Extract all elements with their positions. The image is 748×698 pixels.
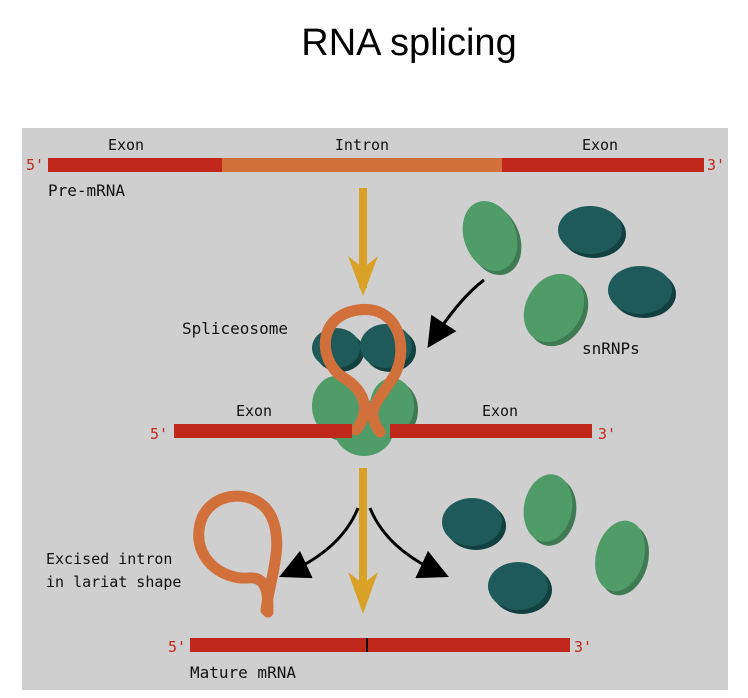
released-snrnps bbox=[442, 474, 649, 614]
pre-mrna-exon-right bbox=[502, 158, 704, 172]
down-arrow-2 bbox=[348, 468, 378, 614]
excised-lariat bbox=[193, 490, 283, 618]
pre-mrna-intron bbox=[222, 158, 502, 172]
five-prime-mid: 5' bbox=[150, 425, 168, 443]
mature-mrna-label: Mature mRNA bbox=[190, 663, 296, 682]
arrow-to-snrnps bbox=[368, 507, 449, 579]
exon-label-mid-right: Exon bbox=[482, 402, 518, 420]
spliceosome-intron-loop bbox=[319, 304, 407, 438]
snrnps-arrow bbox=[427, 278, 485, 349]
exon-label-top-left: Exon bbox=[108, 136, 144, 154]
five-prime-top: 5' bbox=[26, 156, 44, 174]
snrnps-cluster bbox=[462, 201, 676, 347]
pre-mrna-exon-left bbox=[48, 158, 222, 172]
down-arrow-1 bbox=[348, 188, 378, 296]
intron-label-top: Intron bbox=[335, 136, 389, 154]
snrnps-label: snRNPs bbox=[582, 339, 640, 358]
arrow-to-intron bbox=[279, 507, 360, 579]
excised-intron-label-1: Excised intron bbox=[46, 550, 172, 568]
exon-label-top-right: Exon bbox=[582, 136, 618, 154]
spliceosome-label: Spliceosome bbox=[182, 319, 288, 338]
mature-mrna-exon-right bbox=[368, 638, 570, 652]
exon-label-mid-left: Exon bbox=[236, 402, 272, 420]
three-prime-mid: 3' bbox=[598, 425, 616, 443]
pre-mrna-label: Pre-mRNA bbox=[48, 181, 125, 200]
mature-mrna-exon-left bbox=[190, 638, 366, 652]
mid-exon-right bbox=[390, 424, 592, 438]
splicing-diagram: Exon Intron Exon 5' 3' Pre-mRNA snRNPs S… bbox=[22, 128, 728, 690]
three-prime-bottom: 3' bbox=[574, 638, 592, 656]
mature-mrna-junction bbox=[366, 638, 368, 652]
excised-intron-label-2: in lariat shape bbox=[46, 573, 181, 591]
five-prime-bottom: 5' bbox=[168, 638, 186, 656]
page-title: RNA splicing bbox=[301, 22, 517, 64]
three-prime-top: 3' bbox=[707, 156, 725, 174]
mid-exon-left bbox=[174, 424, 352, 438]
